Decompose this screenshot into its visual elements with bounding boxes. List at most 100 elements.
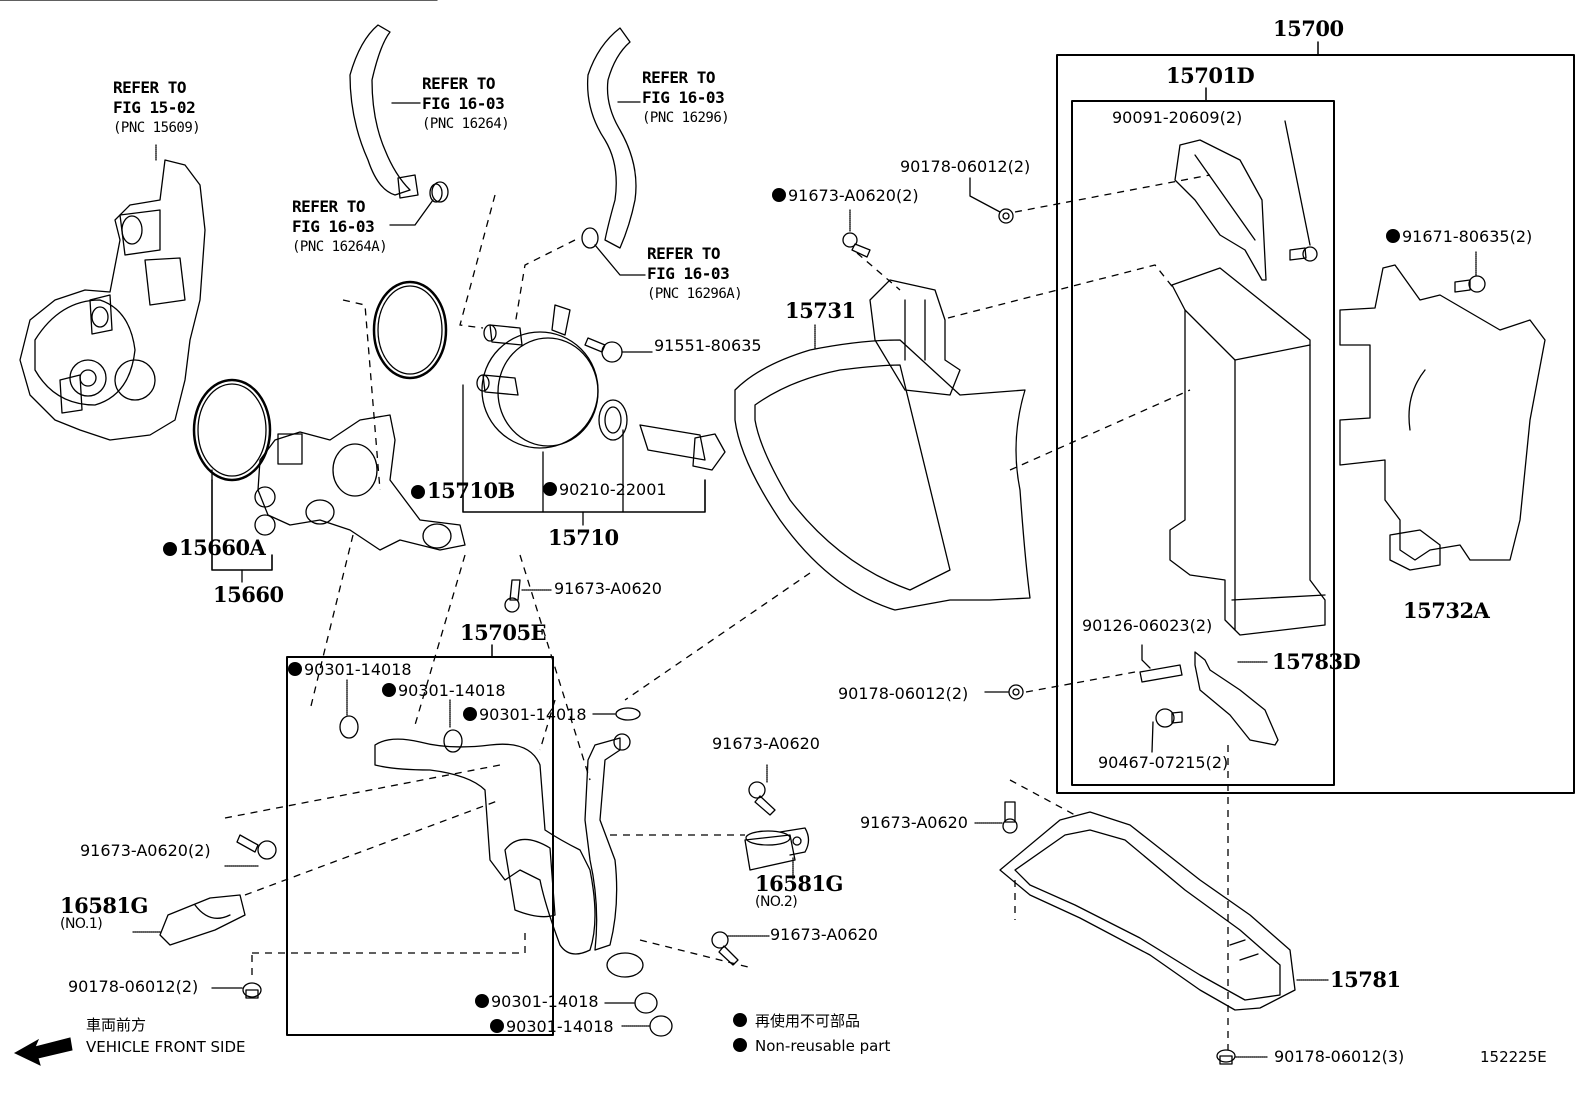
clip-90467-drawing <box>1155 708 1183 728</box>
direction-label-en: VEHICLE FRONT SIDE <box>86 1038 246 1056</box>
nut-90178-mid-drawing <box>1008 684 1024 700</box>
duct-15732A-drawing <box>1339 264 1546 571</box>
o-ring-90301-e <box>649 1015 673 1037</box>
non-reusable-marker-icon <box>543 482 557 496</box>
assembly-label-15660[interactable]: 15660 <box>213 582 284 607</box>
o-ring-15660A <box>192 378 272 482</box>
part-label-90301-14018-a[interactable]: 90301-14018 <box>288 661 412 679</box>
bolt-91673-top-drawing <box>842 232 871 258</box>
part-label-91551-80635[interactable]: 91551-80635 <box>654 336 762 355</box>
non-reusable-marker-icon <box>163 542 177 556</box>
non-reusable-marker-icon <box>772 188 786 202</box>
part-label-90178-06012-bottom[interactable]: 90178-06012(3) <box>1274 1047 1405 1066</box>
assembly-label-15781[interactable]: 15781 <box>1330 967 1401 992</box>
assembly-label-15705E[interactable]: 15705E <box>460 620 547 645</box>
oil-cooler-housing-drawing <box>254 414 466 551</box>
oil-cooler-drawing <box>476 304 599 449</box>
duct-15731-drawing <box>734 279 1031 611</box>
nut-90178-left-drawing <box>242 982 262 999</box>
non-reusable-marker-icon <box>475 994 489 1008</box>
bolt-91673-clip-drawing <box>748 781 776 816</box>
part-label-90467-07215[interactable]: 90467-07215(2) <box>1098 753 1229 772</box>
non-reusable-marker-icon <box>490 1019 504 1033</box>
non-reusable-marker-icon <box>1386 229 1400 243</box>
undercover-15781-drawing <box>999 811 1296 1011</box>
assembly-label-15783D[interactable]: 15783D <box>1272 649 1361 674</box>
bolt-90091-drawing <box>1289 246 1318 262</box>
assembly-label-15701D[interactable]: 15701D <box>1166 63 1255 88</box>
part-label-91673-A0620-bottom[interactable]: 91673-A0620 <box>860 813 968 832</box>
bolt-91673-right-drawing <box>711 931 739 966</box>
union-bolt-drawing <box>639 424 726 471</box>
part-label-90178-06012-top[interactable]: 90178-06012(2) <box>900 157 1031 176</box>
part-label-90301-14018-d[interactable]: 90301-14018 <box>475 993 599 1011</box>
assembly-label-15710B[interactable]: 15710B <box>411 480 515 502</box>
legend-non-reusable-en: Non-reusable part <box>733 1037 890 1055</box>
hose-16296 <box>586 27 637 249</box>
nut-90178-top-drawing <box>998 208 1014 224</box>
clamp-16296A <box>581 227 599 249</box>
assembly-label-15732A[interactable]: 15732A <box>1403 598 1490 623</box>
bracket-90091-drawing <box>1174 139 1267 281</box>
part-label-90178-06012-left[interactable]: 90178-06012(2) <box>68 977 199 996</box>
gasket-90210 <box>598 399 628 441</box>
assembly-box-15705E <box>286 656 554 1036</box>
part-label-90301-14018-b[interactable]: 90301-14018 <box>382 682 506 700</box>
bolt-91673-mid-drawing <box>504 579 521 613</box>
clamp-16581G-no2-drawing <box>744 827 810 871</box>
part-label-91673-A0620-clip[interactable]: 91673-A0620 <box>712 734 820 753</box>
non-reusable-marker-icon <box>288 662 302 676</box>
assembly-label-15660A[interactable]: 15660A <box>163 537 266 559</box>
part-label-91673-A0620-top[interactable]: 91673-A0620(2) <box>772 187 919 205</box>
o-ring-90301-a <box>339 715 359 739</box>
nut-90178-bottom-drawing <box>1216 1049 1236 1065</box>
assembly-label-16581G-no1[interactable]: 16581G (NO.1) <box>60 893 149 932</box>
part-label-90210-22001[interactable]: 90210-22001 <box>543 481 667 499</box>
o-ring-90301-c <box>615 707 641 721</box>
non-reusable-marker-icon <box>733 1013 747 1027</box>
ref-label-15609[interactable]: REFER TO FIG 15-02 (PNC 15609) <box>113 78 201 136</box>
assembly-label-15731[interactable]: 15731 <box>785 298 856 323</box>
assembly-box-15701D <box>1071 100 1335 786</box>
stud-90126-drawing <box>1139 664 1183 683</box>
legend-non-reusable-jp: 再使用不可部品 <box>733 1012 860 1030</box>
water-pump-drawing <box>19 159 206 441</box>
assembly-box-15700 <box>1056 54 1575 794</box>
non-reusable-marker-icon <box>733 1038 747 1052</box>
ref-label-16296A[interactable]: REFER TO FIG 16-03 (PNC 16296A) <box>647 244 743 302</box>
non-reusable-marker-icon <box>411 485 425 499</box>
clamp-16264A <box>431 181 449 203</box>
non-reusable-marker-icon <box>463 707 477 721</box>
part-label-91673-A0620-left[interactable]: 91673-A0620(2) <box>80 841 211 860</box>
hose-16264 <box>349 24 411 196</box>
non-reusable-marker-icon <box>382 683 396 697</box>
o-ring-15710B <box>372 280 448 380</box>
bolt-91551-drawing <box>584 337 623 363</box>
assembly-label-16581G-no2[interactable]: 16581G (NO.2) <box>755 871 844 910</box>
bolt-91673-bottom-drawing <box>1002 801 1018 834</box>
part-label-90126-06023[interactable]: 90126-06023(2) <box>1082 616 1213 635</box>
plate-15783D-drawing <box>1194 651 1279 746</box>
assembly-label-15710[interactable]: 15710 <box>548 525 619 550</box>
bolt-91671-drawing <box>1454 275 1486 293</box>
ref-label-16296[interactable]: REFER TO FIG 16-03 (PNC 16296) <box>642 68 730 126</box>
assembly-label-15700[interactable]: 15700 <box>1273 16 1344 41</box>
part-label-91673-A0620-right[interactable]: 91673-A0620 <box>770 925 878 944</box>
part-label-90301-14018-e[interactable]: 90301-14018 <box>490 1018 614 1036</box>
bracket-15710 <box>462 479 706 513</box>
part-label-91671-80635[interactable]: 91671-80635(2) <box>1386 228 1532 246</box>
figure-code: 152225E <box>1480 1048 1547 1066</box>
part-label-90091-20609[interactable]: 90091-20609(2) <box>1112 108 1243 127</box>
ref-label-16264A[interactable]: REFER TO FIG 16-03 (PNC 16264A) <box>292 197 388 255</box>
o-ring-90301-b <box>443 729 463 753</box>
intercooler-core-drawing <box>1169 267 1326 636</box>
pipe-assembly-15705E-drawing <box>374 733 644 978</box>
part-label-90178-06012-mid[interactable]: 90178-06012(2) <box>838 684 969 703</box>
direction-label-jp: 車両前方 <box>86 1016 147 1034</box>
ref-label-16264[interactable]: REFER TO FIG 16-03 (PNC 16264) <box>422 74 510 132</box>
bolt-91673-left-drawing <box>236 834 277 860</box>
part-label-91673-A0620-mid[interactable]: 91673-A0620 <box>554 579 662 598</box>
o-ring-90301-d <box>634 992 658 1014</box>
part-label-90301-14018-c[interactable]: 90301-14018 <box>463 706 587 724</box>
